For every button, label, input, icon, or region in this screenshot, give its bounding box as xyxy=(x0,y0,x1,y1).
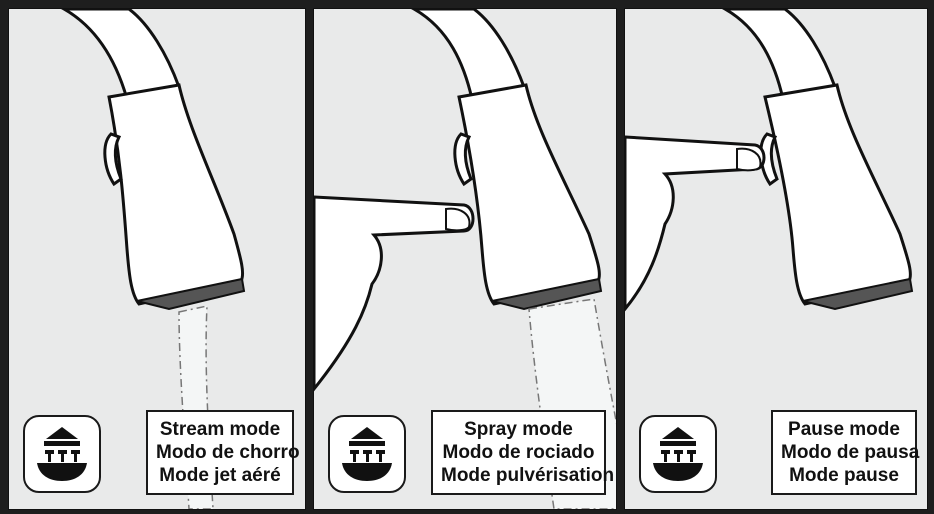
caption-french: Mode pulvérisation xyxy=(441,465,615,486)
mode-caption: Spray mode Modo de rociado Mode pulvéris… xyxy=(431,410,615,495)
panel-stream-mode: Stream mode Modo de chorro Mode jet aéré xyxy=(8,8,306,510)
aerator-icon xyxy=(639,415,717,493)
aerator-icon xyxy=(23,415,101,493)
caption-spanish: Modo de rociado xyxy=(442,442,595,463)
panel-spray-mode: Spray mode Modo de rociado Mode pulvéris… xyxy=(313,8,617,510)
caption-spanish: Modo de pausa xyxy=(781,442,920,463)
caption-french: Mode jet aéré xyxy=(159,465,281,486)
caption-french: Mode pause xyxy=(789,465,899,486)
caption-spanish: Modo de chorro xyxy=(156,442,300,463)
caption-english: Pause mode xyxy=(788,419,900,440)
mode-caption: Pause mode Modo de pausa Mode pause xyxy=(771,410,920,495)
caption-english: Spray mode xyxy=(464,419,573,440)
mode-caption: Stream mode Modo de chorro Mode jet aéré xyxy=(146,410,300,495)
caption-english: Stream mode xyxy=(159,419,281,440)
panel-pause-mode: Pause mode Modo de pausa Mode pause xyxy=(624,8,928,510)
aerator-icon xyxy=(328,415,406,493)
faucet-illustration-pause xyxy=(625,9,914,312)
